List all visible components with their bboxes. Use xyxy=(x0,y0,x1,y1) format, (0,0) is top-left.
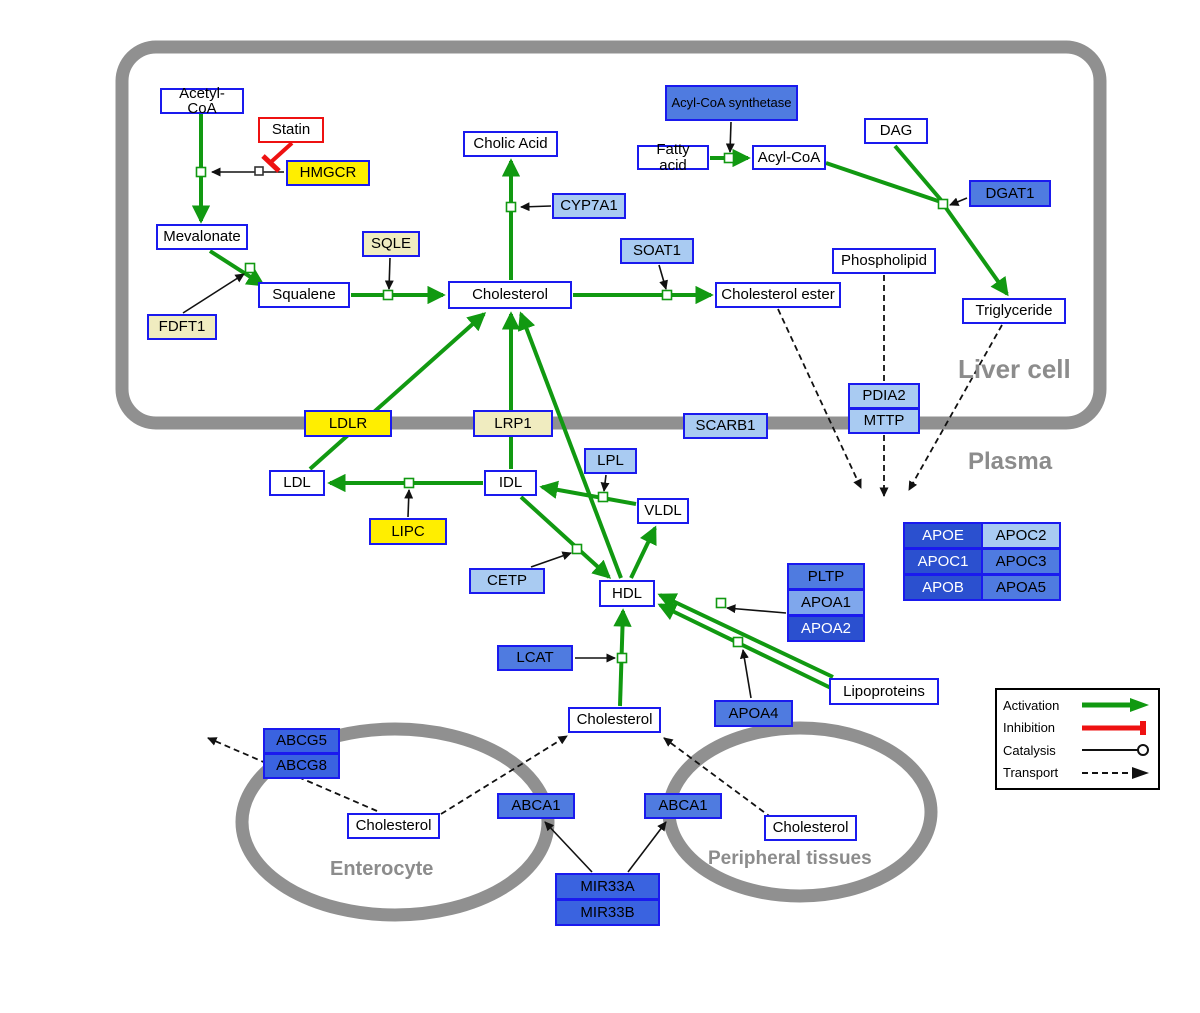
transport-arrow-symbol xyxy=(1082,766,1149,779)
plasma-label: Plasma xyxy=(968,448,1053,475)
node-apoa1[interactable]: APOA1 xyxy=(787,589,865,616)
node-lrp1[interactable]: LRP1 xyxy=(473,410,553,437)
node-hdl[interactable]: HDL xyxy=(599,580,655,607)
node-hmgcr[interactable]: HMGCR xyxy=(286,160,370,186)
peripheral-tissues-label: Peripheral tissues xyxy=(708,848,872,869)
activation-arrow-symbol xyxy=(1082,698,1149,713)
node-abca1-enterocyte[interactable]: ABCA1 xyxy=(497,793,575,819)
node-statin[interactable]: Statin xyxy=(258,117,324,143)
node-ldl[interactable]: LDL xyxy=(269,470,325,496)
node-cyp7a1[interactable]: CYP7A1 xyxy=(552,193,626,219)
node-apob[interactable]: APOB xyxy=(903,574,983,601)
legend-activation-label: Activation xyxy=(1003,697,1060,713)
node-ldlr[interactable]: LDLR xyxy=(304,410,392,437)
node-dag[interactable]: DAG xyxy=(864,118,928,144)
node-apoc2[interactable]: APOC2 xyxy=(981,522,1061,549)
node-abcg5[interactable]: ABCG5 xyxy=(263,728,340,754)
node-apoa2[interactable]: APOA2 xyxy=(787,615,865,642)
node-pdia2[interactable]: PDIA2 xyxy=(848,383,920,409)
node-pltp[interactable]: PLTP xyxy=(787,563,865,590)
node-abca1-peripheral[interactable]: ABCA1 xyxy=(644,793,722,819)
inhibition-bar-symbol xyxy=(1082,720,1146,735)
reaction-node-squares xyxy=(195,152,949,664)
legend-catalysis-row: Catalysis xyxy=(1003,740,1152,760)
node-cholic-acid[interactable]: Cholic Acid xyxy=(463,131,558,157)
node-acyl-coa-synthetase[interactable]: Acyl-CoA synthetase xyxy=(665,85,798,121)
legend-catalysis-label: Catalysis xyxy=(1003,742,1056,758)
enterocyte-label: Enterocyte xyxy=(330,858,434,880)
node-lipoproteins[interactable]: Lipoproteins xyxy=(829,678,939,705)
node-cholesterol-peripheral[interactable]: Cholesterol xyxy=(764,815,857,841)
transport-edges xyxy=(207,275,1003,819)
node-mir33a[interactable]: MIR33A xyxy=(555,873,660,900)
node-cetp[interactable]: CETP xyxy=(469,568,545,594)
node-triglyceride[interactable]: Triglyceride xyxy=(962,298,1066,324)
legend-activation-row: Activation xyxy=(1003,695,1152,715)
catalysis-edges xyxy=(182,121,968,873)
node-acetyl-coa-liver[interactable]: Acetyl-CoA xyxy=(160,86,244,116)
node-dgat1[interactable]: DGAT1 xyxy=(969,180,1051,207)
node-apoa4[interactable]: APOA4 xyxy=(714,700,793,727)
node-cholesterol-plasma[interactable]: Cholesterol xyxy=(568,707,661,733)
legend-inhibition-label: Inhibition xyxy=(1003,720,1056,736)
node-phospholipid[interactable]: Phospholipid xyxy=(832,248,936,274)
node-fdft1[interactable]: FDFT1 xyxy=(147,314,217,340)
node-lipc[interactable]: LIPC xyxy=(369,518,447,545)
node-mttp[interactable]: MTTP xyxy=(848,408,920,434)
node-fatty-acid[interactable]: Fatty acid xyxy=(637,142,709,173)
node-apoa5[interactable]: APOA5 xyxy=(981,574,1061,601)
node-cholesterol-liver[interactable]: Cholesterol xyxy=(448,281,572,309)
node-apoc1[interactable]: APOC1 xyxy=(903,548,983,575)
legend-transport-row: Transport xyxy=(1003,763,1152,783)
inhibition-edge xyxy=(261,141,294,173)
node-cholesterol-ester[interactable]: Cholesterol ester xyxy=(715,282,841,308)
node-squalene[interactable]: Squalene xyxy=(258,282,350,308)
node-soat1[interactable]: SOAT1 xyxy=(620,238,694,264)
catalysis-line-symbol xyxy=(1082,744,1149,757)
activation-edges xyxy=(191,114,1009,707)
node-lcat[interactable]: LCAT xyxy=(497,645,573,671)
liver-cell-membrane xyxy=(115,40,1107,430)
node-vldl[interactable]: VLDL xyxy=(637,498,689,524)
node-scarb1[interactable]: SCARB1 xyxy=(683,413,768,439)
node-mevalonate[interactable]: Mevalonate xyxy=(156,224,248,250)
node-lpl[interactable]: LPL xyxy=(584,448,637,474)
legend: Activation Inhibition Catalysis Transpor… xyxy=(995,688,1160,790)
node-mir33b[interactable]: MIR33B xyxy=(555,899,660,926)
node-sqle[interactable]: SQLE xyxy=(362,231,420,257)
legend-inhibition-row: Inhibition xyxy=(1003,718,1152,738)
node-acyl-coa[interactable]: Acyl-CoA xyxy=(752,145,826,170)
node-apoe[interactable]: APOE xyxy=(903,522,983,549)
liver-cell-label: Liver cell xyxy=(958,354,1071,384)
node-idl[interactable]: IDL xyxy=(484,470,537,496)
node-abcg8[interactable]: ABCG8 xyxy=(263,753,340,779)
node-apoc3[interactable]: APOC3 xyxy=(981,548,1061,575)
legend-transport-label: Transport xyxy=(1003,765,1059,781)
node-cholesterol-enterocyte[interactable]: Cholesterol xyxy=(347,813,440,839)
